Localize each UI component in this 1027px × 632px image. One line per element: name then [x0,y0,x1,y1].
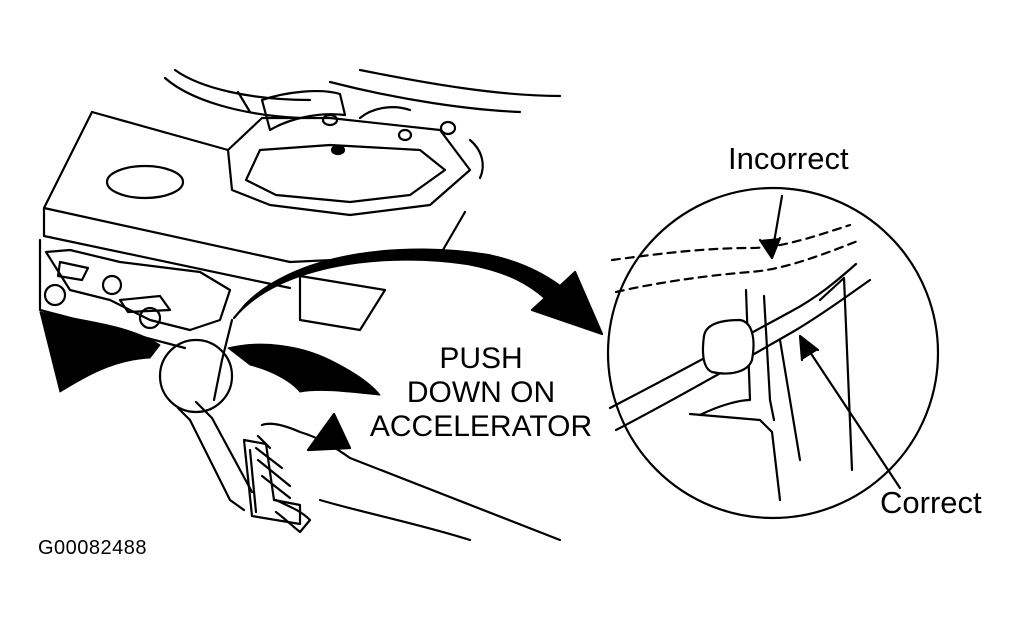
push-direction-arrow [306,412,352,452]
instruction-line-1: PUSH [439,342,523,375]
instruction-text: PUSH DOWN ON ACCELERATOR [356,342,606,444]
figure-id: G00082488 [38,537,148,559]
incorrect-label: Incorrect [728,141,849,176]
shaded-trim [39,311,381,396]
instruction-line-2: DOWN ON [406,376,556,409]
instruction-line-3: ACCELERATOR [369,410,593,443]
hand-illustration [254,422,562,542]
callout-arrow [232,248,604,336]
correct-label: Correct [880,485,982,520]
detail-circle-large [606,186,940,520]
detail-circle-small [158,338,234,414]
dash-panel-illustration [38,110,467,350]
steering-column-illustration [163,68,562,217]
